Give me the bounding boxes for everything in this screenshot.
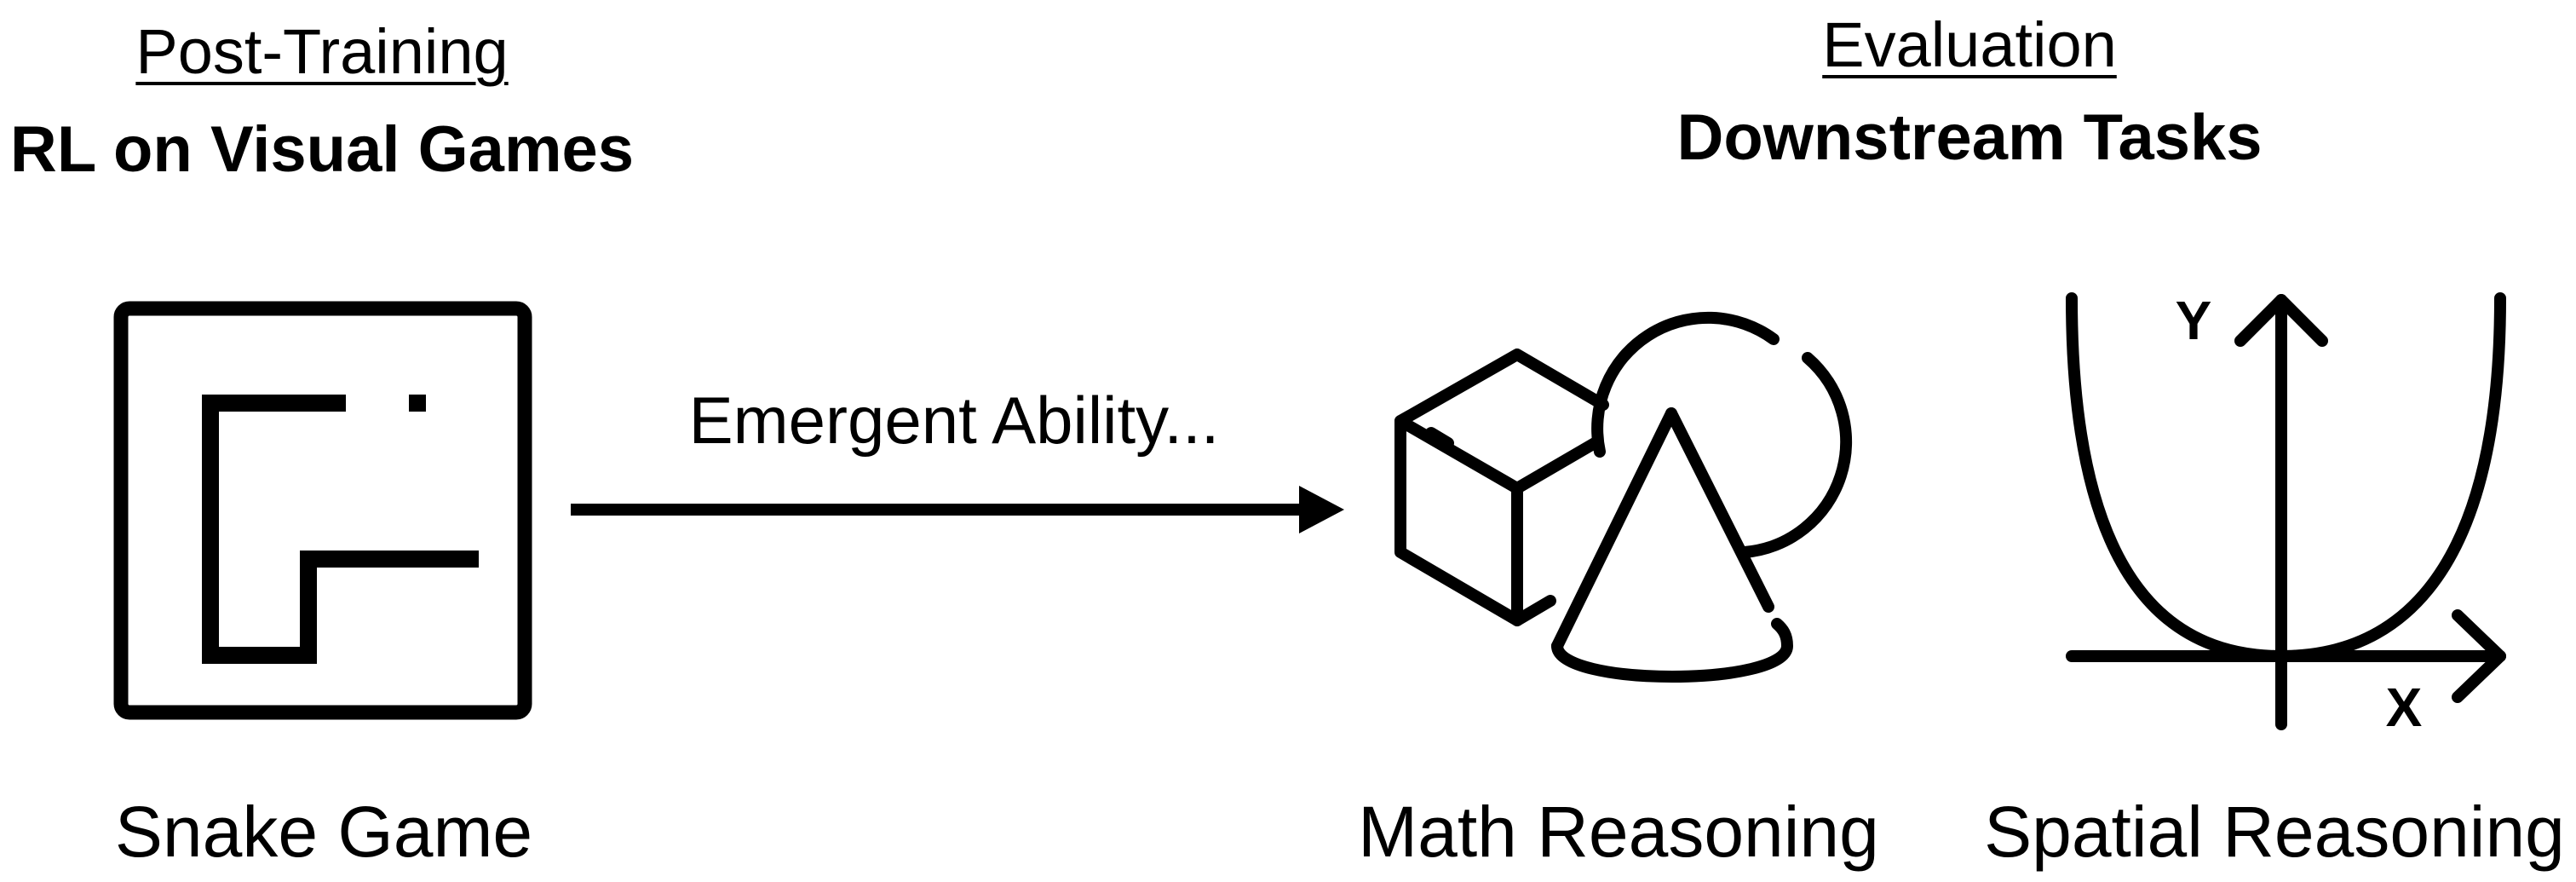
rl-visual-games-title: RL on Visual Games — [9, 113, 635, 186]
sphere-arc-top — [1591, 311, 1780, 458]
y-axis-label: Y — [2176, 290, 2212, 351]
x-axis-arrowhead — [2452, 609, 2506, 703]
snake-game-icon — [113, 301, 532, 720]
x-axis-label: X — [2386, 677, 2423, 738]
parabola-graph-icon — [2066, 292, 2506, 730]
sphere-arc-right — [1739, 352, 1853, 558]
game-frame — [113, 301, 532, 720]
cube-inner-right-edge — [1511, 437, 1601, 494]
geometry-shapes-icon — [1394, 311, 1853, 683]
cone-left-side — [1551, 407, 1677, 652]
snake-food — [409, 395, 426, 412]
cube-outline — [1394, 349, 1609, 626]
cone-base — [1551, 618, 1793, 683]
arrow-head — [1299, 486, 1344, 533]
post-training-heading: Post-Training — [135, 16, 509, 87]
cube-gap-mark — [1425, 427, 1454, 449]
spatial-reasoning-caption: Spatial Reasoning — [1984, 792, 2565, 872]
snake-game-caption: Snake Game — [114, 792, 533, 872]
emergent-ability-label: Emergent Ability... — [688, 383, 1220, 458]
y-axis-arrowhead — [2234, 294, 2328, 347]
cone-right-side — [1665, 407, 1774, 613]
snake-body — [202, 395, 479, 664]
math-reasoning-caption: Math Reasoning — [1358, 792, 1879, 872]
arrow-right-icon — [571, 486, 1344, 533]
downstream-tasks-title: Downstream Tasks — [1676, 101, 2263, 174]
parabola-curve — [2066, 292, 2506, 662]
evaluation-heading: Evaluation — [1822, 9, 2117, 80]
